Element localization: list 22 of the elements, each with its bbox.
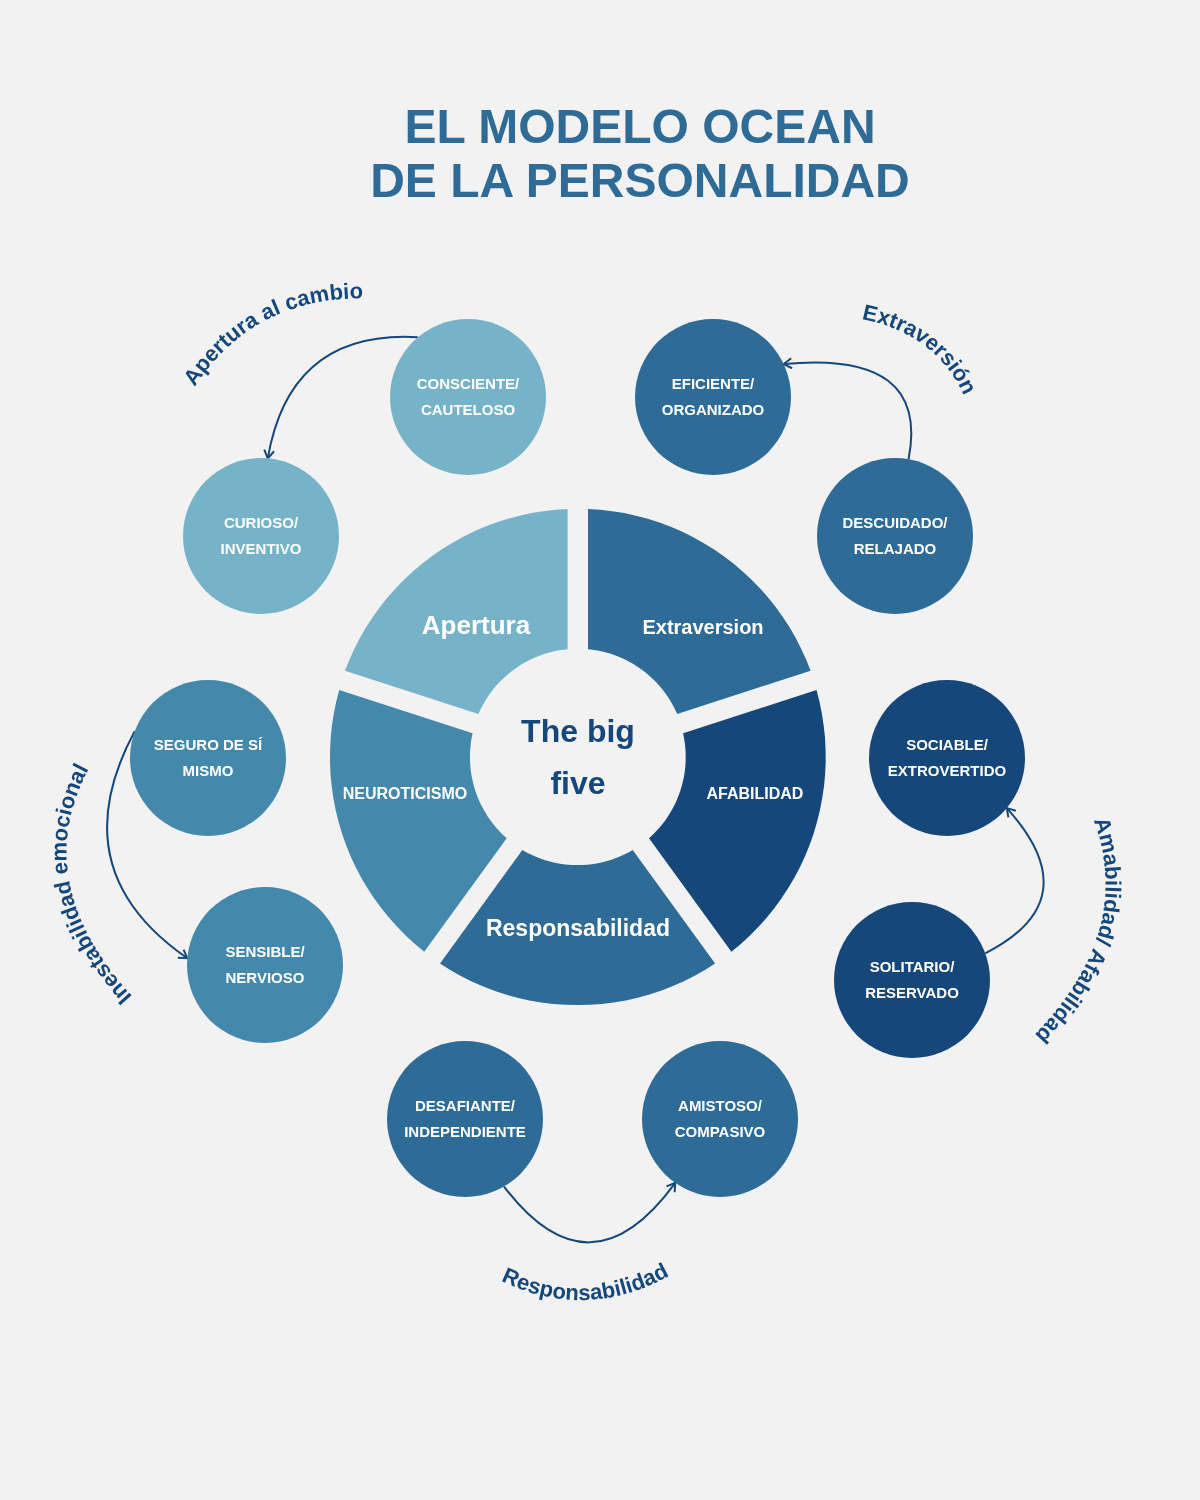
curved-arrow [782, 357, 913, 461]
circle-label: SOLITARIO/ RESERVADO [864, 957, 960, 1003]
circle-label: CONSCIENTE/ CAUTELOSO [415, 374, 521, 420]
curved-arrow [984, 807, 1045, 955]
circle-label: SENSIBLE/ NERVIOSO [224, 942, 306, 988]
circle-label: AMISTOSO/ COMPASIVO [673, 1096, 767, 1142]
circle-label: EFICIENTE/ ORGANIZADO [660, 374, 766, 420]
title: EL MODELO OCEAN DE LA PERSONALIDAD [369, 100, 911, 208]
circle-label: SEGURO DE SÍ MISMO [152, 735, 264, 781]
curved-arrow [106, 730, 189, 960]
segment-label: Extraversion [642, 615, 764, 639]
curved-arrow [503, 1181, 677, 1244]
circle-label: SOCIABLE/ EXTROVERTIDO [886, 735, 1008, 781]
segment-label: NEUROTICISMO [342, 785, 468, 803]
segment-label: Apertura [421, 609, 531, 641]
circle-label: DESCUIDADO/ RELAJADO [841, 513, 949, 559]
segment-label: AFABILIDAD [706, 785, 804, 803]
circle-label: CURIOSO/ INVENTIVO [219, 513, 303, 559]
curved-arrow [263, 336, 419, 460]
circle-label: DESAFIANTE/ INDEPENDIENTE [403, 1096, 527, 1142]
center-label: The big five [520, 712, 636, 803]
segment-label: Responsabilidad [485, 914, 670, 942]
